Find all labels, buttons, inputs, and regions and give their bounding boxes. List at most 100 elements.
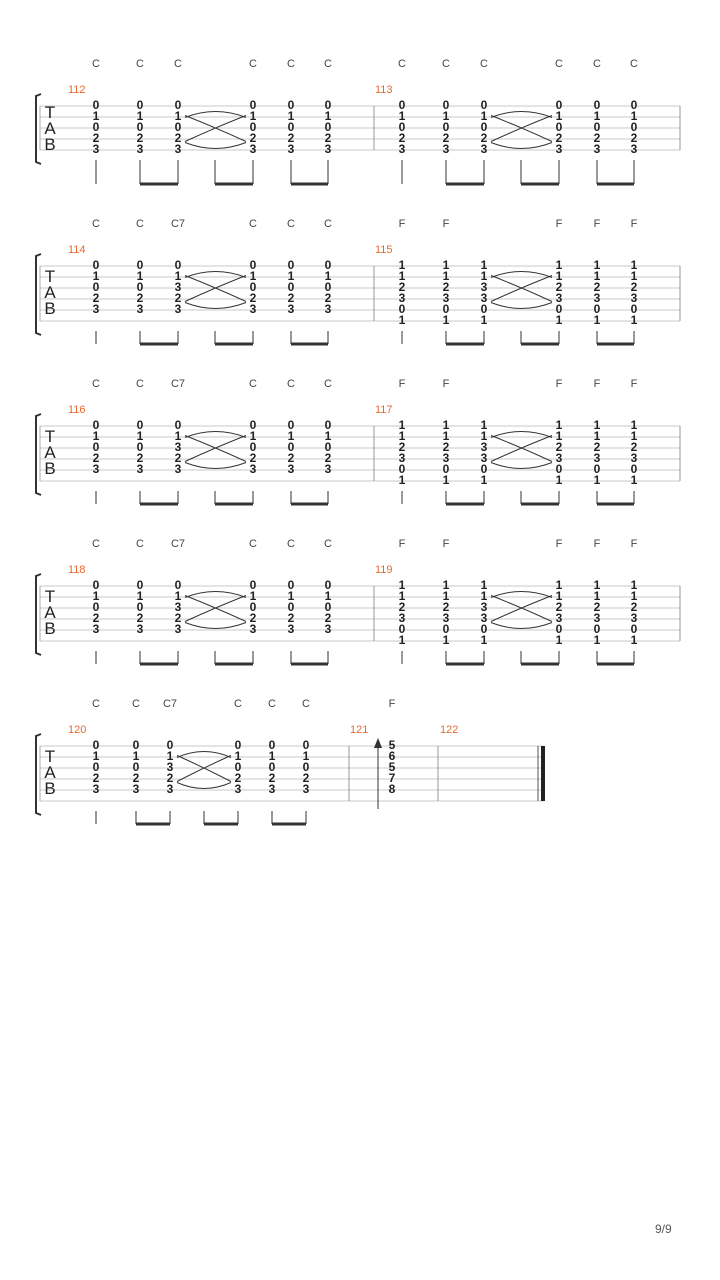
fret-number: 2 [137,291,144,305]
chord-symbol: F [443,378,450,390]
slur-curve [490,591,553,598]
slur-curve [490,622,553,629]
tab-system [35,733,545,826]
fret-number: 2 [175,291,182,305]
fret-number: 0 [235,738,242,752]
slur-curve [184,435,247,462]
fret-number: 0 [137,578,144,592]
tab-system [35,93,681,186]
slur-curve [490,111,553,118]
fret-number: 0 [137,98,144,112]
fret-number: 3 [556,611,563,625]
fret-number: 3 [137,462,144,476]
fret-number: 2 [93,771,100,785]
slur-curve [184,462,247,469]
fret-number: 0 [443,98,450,112]
fret-number: 1 [399,473,406,487]
fret-number: 3 [481,280,488,294]
measure-number: 121 [350,724,368,736]
fret-number: 0 [137,258,144,272]
chord-symbol: C [132,698,140,710]
fret-number: 0 [269,760,276,774]
fret-number: 1 [399,633,406,647]
fret-number: 2 [235,771,242,785]
chord-symbol: C [287,58,295,70]
system-bracket [35,93,42,165]
fret-number: 3 [631,611,638,625]
fret-number: 1 [325,589,332,603]
chord-symbol: F [389,698,396,710]
fret-number: 0 [93,600,100,614]
fret-number: 1 [556,313,563,327]
fret-number: 0 [594,462,601,476]
fret-number: 1 [631,258,638,272]
fret-number: 2 [137,131,144,145]
fret-number: 3 [556,142,563,156]
fret-number: 0 [631,622,638,636]
fret-number: 0 [288,280,295,294]
tab-clef-letter: T [45,427,55,446]
fret-number: 2 [556,600,563,614]
fret-number: 2 [556,440,563,454]
fret-number: 3 [481,600,488,614]
system-bracket [35,253,42,336]
fret-number: 1 [481,473,488,487]
fret-number: 1 [443,429,450,443]
fret-number: 0 [93,120,100,134]
slur-curve [176,751,232,758]
chord-symbol: F [443,538,450,550]
fret-number: 0 [481,98,488,112]
fret-number: 1 [325,269,332,283]
fret-number: 1 [556,109,563,123]
fret-number: 0 [235,760,242,774]
fret-number: 2 [325,291,332,305]
fret-number: 2 [325,611,332,625]
fret-number: 1 [631,578,638,592]
chord-symbol: F [594,378,601,390]
fret-number: 0 [481,302,488,316]
fret-number: 3 [250,462,257,476]
fret-number: 0 [288,418,295,432]
fret-number: 1 [399,429,406,443]
slur-curve [184,275,247,302]
fret-number: 3 [594,451,601,465]
chord-symbol: C [136,538,144,550]
slur-curve [490,142,553,149]
slur-curve [184,622,247,629]
fret-number: 1 [481,418,488,432]
fret-number: 0 [594,120,601,134]
fret-number: 0 [93,738,100,752]
fret-number: 1 [443,589,450,603]
fret-number: 1 [556,589,563,603]
fret-number: 3 [93,462,100,476]
fret-number: 1 [594,269,601,283]
fret-number: 3 [443,142,450,156]
measure-number: 117 [375,404,393,416]
chord-symbol: C [92,538,100,550]
slur-curve [176,755,232,782]
fret-number: 0 [288,578,295,592]
fret-number: 3 [175,440,182,454]
fret-number: 1 [443,109,450,123]
tab-system [35,413,681,506]
fret-number: 1 [443,418,450,432]
fret-number: 0 [288,120,295,134]
chord-symbol: F [556,218,563,230]
tab-clef-letter: T [45,103,55,122]
fret-number: 0 [250,98,257,112]
fret-number: 1 [556,258,563,272]
fret-number: 1 [175,589,182,603]
fret-number: 1 [556,418,563,432]
fret-number: 0 [175,418,182,432]
fret-number: 3 [288,462,295,476]
fret-number: 0 [325,120,332,134]
fret-number: 3 [175,142,182,156]
fret-number: 0 [556,120,563,134]
chord-symbol: C [136,378,144,390]
chord-symbol: F [594,218,601,230]
fret-number: 1 [443,578,450,592]
tab-system [35,253,681,346]
tab-clef-letter: B [44,299,55,318]
fret-number: 1 [288,429,295,443]
chord-symbol: F [556,538,563,550]
